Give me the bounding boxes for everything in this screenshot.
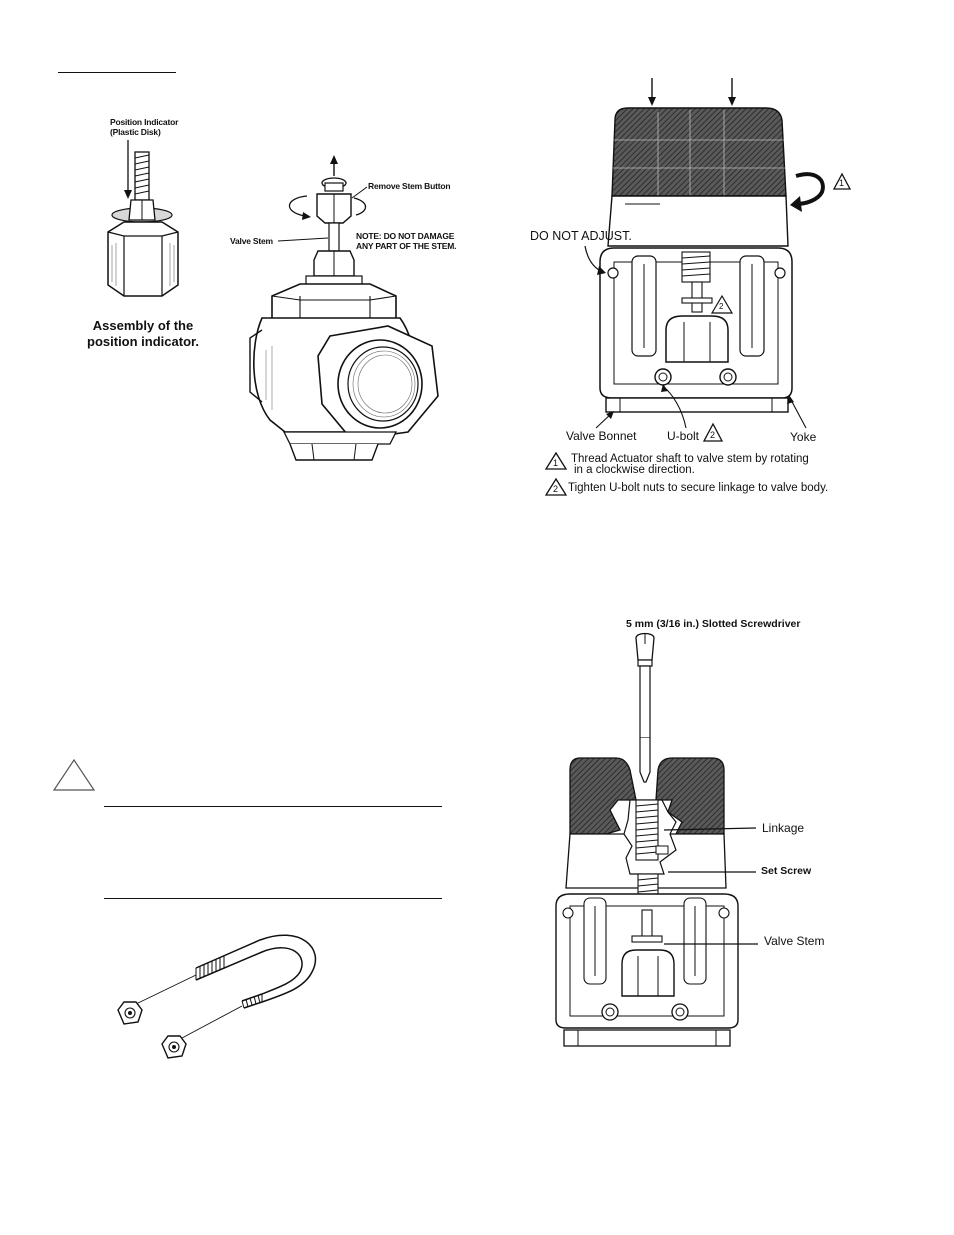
warning-mark-1-top: 1 — [839, 178, 845, 188]
header-rule — [58, 72, 176, 73]
actuator-note-2: Tighten U-bolt nuts to secure linkage to… — [568, 482, 829, 494]
actuator-note-1-line1: Thread Actuator shaft to valve stem by r… — [571, 453, 809, 465]
position-indicator-label-line2: (Plastic Disk) — [110, 127, 161, 137]
warning-mark-2-inner: 2 — [719, 302, 724, 311]
set-screw-label: Set Screw — [761, 865, 812, 877]
position-indicator-caption-line2: position indicator. — [87, 334, 199, 349]
actuator-note-1-line2: in a clockwise direction. — [574, 464, 695, 476]
warning-mark-2-note: 2 — [553, 484, 559, 494]
warning-mark-2-ubolt: 2 — [710, 430, 716, 440]
remove-stem-button-label: Remove Stem Button — [368, 181, 451, 191]
u-bolt-label: U-bolt — [667, 429, 700, 443]
do-not-adjust-label: DO NOT ADJUST. — [530, 229, 632, 243]
warning-mark-1-note: 1 — [553, 458, 559, 468]
valve-stem-label: Valve Stem — [230, 236, 273, 246]
valve-stem-label-2: Valve Stem — [764, 934, 825, 948]
caution-bottom-rule — [104, 898, 442, 899]
position-indicator-label-line1: Position Indicator — [110, 117, 179, 127]
valve-bonnet-label: Valve Bonnet — [566, 429, 637, 443]
caution-top-rule — [104, 806, 442, 807]
valve-note-line1: NOTE: DO NOT DAMAGE — [356, 231, 455, 241]
yoke-label: Yoke — [790, 430, 817, 444]
linkage-label: Linkage — [762, 821, 805, 835]
valve-note: NOTE: DO NOT DAMAGE ANY PART OF THE STEM… — [356, 231, 457, 251]
screwdriver-label: 5 mm (3/16 in.) Slotted Screwdriver — [626, 618, 801, 630]
position-indicator-caption-line1: Assembly of the — [92, 318, 194, 333]
valve-note-line2: ANY PART OF THE STEM. — [356, 241, 457, 251]
position-indicator-label: Position Indicator (Plastic Disk) — [110, 117, 178, 137]
position-indicator-caption: Assembly of the position indicator. — [78, 318, 208, 350]
actuator-note-1: Thread Actuator shaft to valve stem by r… — [571, 453, 809, 476]
